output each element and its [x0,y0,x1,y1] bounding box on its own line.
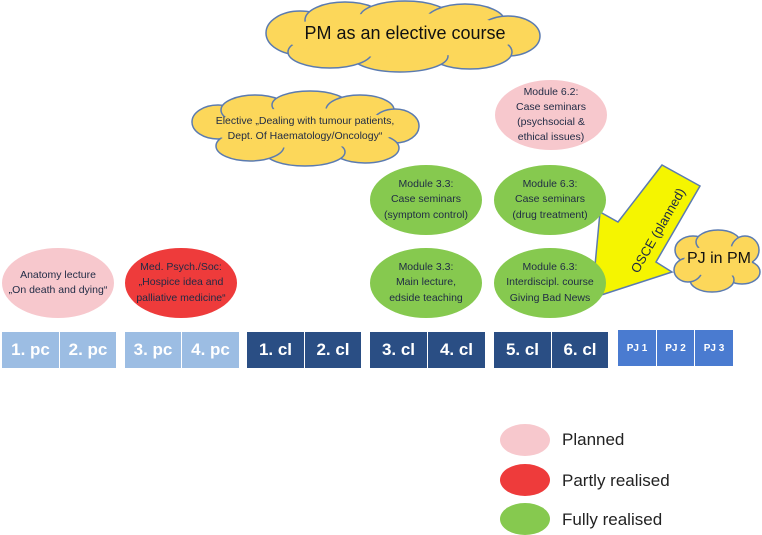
module-6-2-text: Module 6.2: Case seminars (psychsocial &… [515,85,587,144]
elective-cloud-line2: Dept. Of Haematology/Oncology“ [227,130,383,142]
osce-arrow-shape [591,164,702,300]
legend-planned-swatch [500,424,550,456]
semester-1-pc: 1. pc [2,332,60,368]
legend-partly-label: Partly realised [562,471,670,490]
semester-2-pc: 2. pc [60,332,117,368]
module-6-3-course-text: Module 6.3: Interdiscipl. course Giving … [506,261,594,304]
legend-fully-swatch [500,503,550,535]
pj-2: PJ 2 [657,330,695,366]
anatomy-lecture-text: Anatomy lecture „On death and dying“ [8,268,108,296]
title-cloud-shape [265,0,541,73]
semester-4-pc: 4. pc [182,332,240,368]
pj-cloud-shape [673,229,761,293]
module-6-3-seminar-oval: Module 6.3: Case seminars (drug treatmen… [494,165,606,235]
module-3-3-seminar-oval: Module 3.3: Case seminars (symptom contr… [370,165,482,235]
module-3-3-lecture-oval: Module 3.3: Main lecture, edside teachin… [370,248,482,318]
semester-6-cl: 6. cl [552,332,609,368]
med-psych-text: Med. Psych./Soc: „Hospice idea and palli… [136,261,226,304]
semester-2-cl: 2. cl [305,332,362,368]
semester-3-cl: 3. cl [370,332,428,368]
title-cloud-label: PM as an elective course [304,22,506,43]
module-3-3-lecture-text: Module 3.3: Main lecture, edside teachin… [389,261,463,304]
elective-cloud-shape [191,90,420,167]
med-psych-oval: Med. Psych./Soc: „Hospice idea and palli… [125,248,237,318]
module-3-3-seminar-text: Module 3.3: Case seminars (symptom contr… [383,178,468,221]
elective-cloud-label: Elective „Dealing with tumour patients, … [205,112,405,146]
pj-3: PJ 3 [695,330,734,366]
semester-3-pc: 3. pc [125,332,182,368]
legend-fully-label: Fully realised [562,510,663,529]
legend-planned-label: Planned [562,430,625,449]
pj-1: PJ 1 [618,330,657,366]
module-6-3-seminar-text: Module 6.3: Case seminars (drug treatmen… [512,178,588,221]
anatomy-lecture-oval: Anatomy lecture „On death and dying“ [2,248,114,318]
pj-cloud-label: PJ in PM [686,250,751,268]
semester-4-cl: 4. cl [428,332,486,368]
module-6-3-course-oval: Module 6.3: Interdiscipl. course Giving … [494,248,606,318]
elective-cloud-line1: Elective „Dealing with tumour patients, [215,114,395,127]
module-6-2-oval: Module 6.2: Case seminars (psychsocial &… [495,80,607,150]
semester-1-cl: 1. cl [247,332,305,368]
semester-5-cl: 5. cl [494,332,552,368]
legend-partly-swatch [500,464,550,496]
